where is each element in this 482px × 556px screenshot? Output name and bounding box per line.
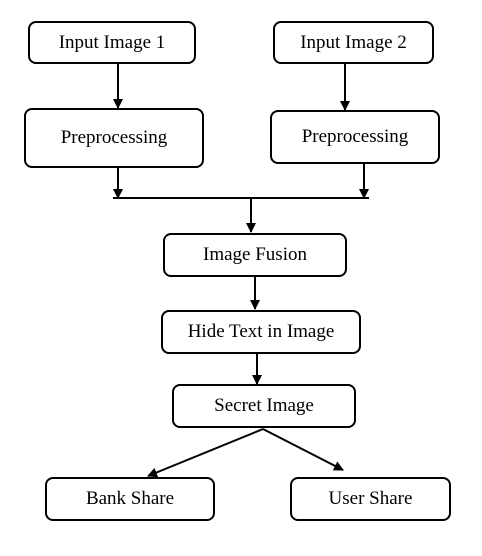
node-preprocessing-2: Preprocessing <box>270 110 440 164</box>
node-bank-share: Bank Share <box>45 477 215 521</box>
node-input-image-1: Input Image 1 <box>28 21 196 64</box>
node-input-image-2: Input Image 2 <box>273 21 434 64</box>
node-hide-text-in-image: Hide Text in Image <box>161 310 361 354</box>
node-image-fusion: Image Fusion <box>163 233 347 277</box>
node-preprocessing-1: Preprocessing <box>24 108 204 168</box>
node-user-share: User Share <box>290 477 451 521</box>
edge-secret-bank <box>147 428 264 478</box>
edge-secret-user <box>262 428 344 471</box>
node-secret-image: Secret Image <box>172 384 356 428</box>
